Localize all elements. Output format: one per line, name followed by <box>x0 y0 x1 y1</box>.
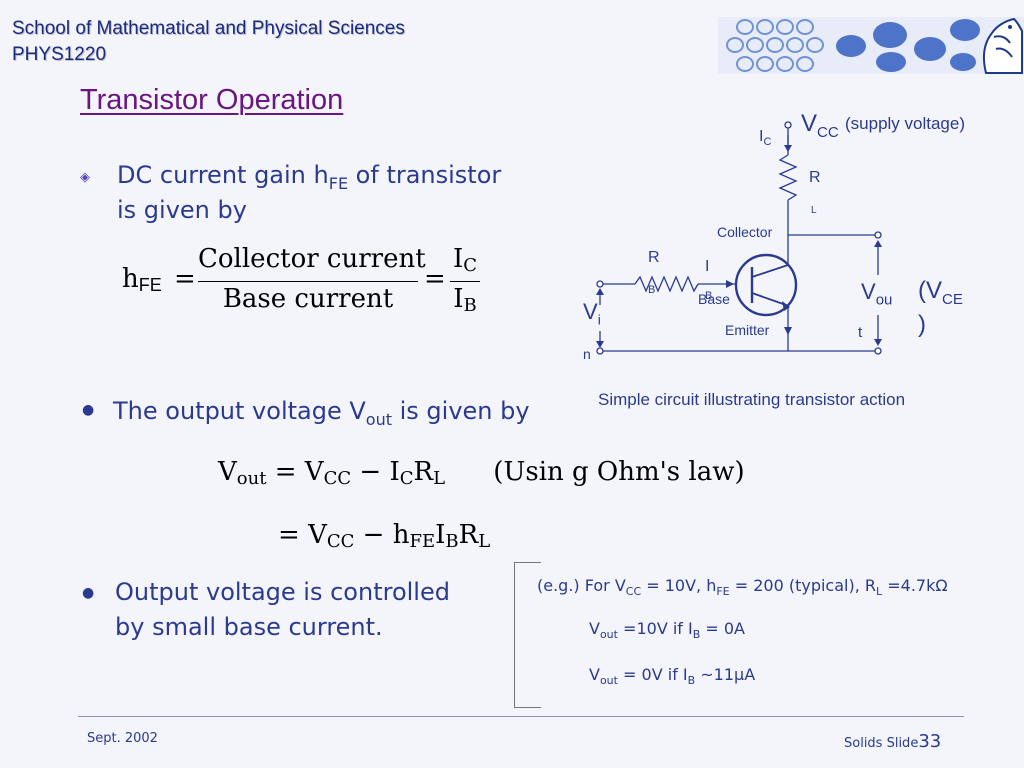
vout-equation-2: = VCC − hFEIBRL <box>278 520 491 552</box>
collector-label: Collector <box>717 224 773 240</box>
bullet-control-line2: by small base current. <box>115 613 383 641</box>
footer-slide-label: Solids Slide33 <box>844 731 942 752</box>
transistor-circuit-diagram <box>596 121 882 355</box>
university-logo <box>718 17 1024 74</box>
rl-resistor <box>778 154 798 201</box>
circuit-caption: Simple circuit illustrating transistor a… <box>598 390 906 409</box>
course-code: PHYS1220 <box>12 44 107 65</box>
vcc-label: VCC <box>801 110 839 141</box>
slide-number: 33 <box>918 731 942 752</box>
example-line1: (e.g.) For VCC = 10V, hFE = 200 (typical… <box>537 576 948 599</box>
school-name: School of Mathematical and Physical Scie… <box>12 18 405 39</box>
vout-subscript: t <box>858 324 863 341</box>
bullet-gain-line2: is given by <box>117 196 247 224</box>
supply-voltage-label: (supply voltage) <box>845 114 966 133</box>
footer-date: Sept. 2002 <box>87 731 158 746</box>
vcc-terminal <box>784 121 792 129</box>
bullet-gain-line1: DC current gain hFE of transistor <box>117 161 502 193</box>
vin-label: Vi <box>583 299 601 328</box>
bullet-output-voltage: The output voltage Vout is given by <box>113 397 530 429</box>
rb-subscript: B <box>648 284 656 296</box>
rl-subscript: L <box>811 205 817 216</box>
rl-label: R <box>809 169 821 186</box>
horse-emblem-icon <box>983 17 1023 74</box>
ib-subscript: B <box>705 290 713 302</box>
ic-label: IC <box>759 128 772 149</box>
gain-equation: hFE = Collector current Base current = I… <box>122 244 492 324</box>
example-bracket <box>514 562 541 708</box>
vout-equation-1: Vout = VCC − ICRL (Usin g Ohm's law) <box>218 457 745 489</box>
vout-label: Vou <box>861 279 893 309</box>
ib-label: I <box>705 258 710 275</box>
page-title: Transistor Operation <box>80 84 344 116</box>
vce-label: (VCE <box>918 277 963 308</box>
example-line3: Vout = 0V if IB ~11μA <box>589 665 756 688</box>
base-label: Base <box>698 291 730 307</box>
vce-close-paren: ) <box>918 311 926 338</box>
rb-resistor <box>634 275 699 293</box>
vin-subscript: n <box>583 346 591 362</box>
footer-divider <box>78 716 964 717</box>
example-line2: Vout =10V if IB = 0A <box>589 619 745 642</box>
rb-label: R <box>648 249 660 266</box>
bullet-dot-icon: ● <box>82 402 95 418</box>
emitter-label: Emitter <box>725 322 770 338</box>
ohms-law-note: (Usin g Ohm's law) <box>493 457 745 487</box>
bullet-control-line1: Output voltage is controlled <box>115 578 450 606</box>
bullet-dot-icon: ● <box>82 585 95 601</box>
diamond-bullet-icon: ◈ <box>80 170 90 185</box>
transistor-symbol <box>734 253 798 317</box>
